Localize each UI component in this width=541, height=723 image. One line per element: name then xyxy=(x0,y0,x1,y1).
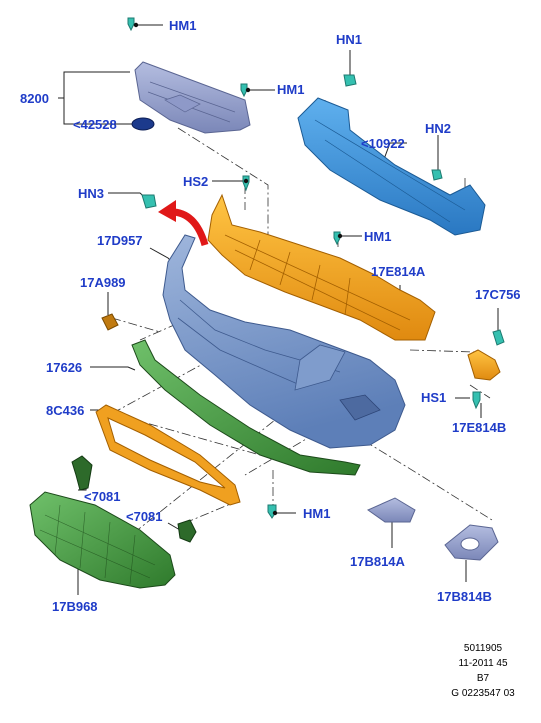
bumper-cover xyxy=(162,234,406,449)
label-17b814a: 17B814A xyxy=(350,554,406,569)
label-17b814b: 17B814B xyxy=(437,589,492,604)
direction-arrow xyxy=(158,200,209,247)
clip-hm1-mid xyxy=(240,83,248,98)
clip-hm1-top xyxy=(127,17,135,32)
leader-dot xyxy=(133,22,139,28)
bumper-bracket-17a989 xyxy=(101,313,119,331)
leader-dot xyxy=(272,510,278,516)
bracket-7081-right xyxy=(177,519,197,543)
fog-lamp-bezel-17b814a xyxy=(366,497,416,523)
label-7081-b: <7081 xyxy=(126,509,163,524)
reference-line-4: G 0223547 03 xyxy=(451,688,515,699)
label-42528: <42528 xyxy=(73,117,117,132)
label-hn3: HN3 xyxy=(78,186,104,201)
drawing-reference-block: 5011905 11-2011 45 B7 G 0223547 03 xyxy=(438,641,528,701)
label-7081-a: <7081 xyxy=(84,489,121,504)
lower-grille xyxy=(29,491,176,589)
label-17d957: 17D957 xyxy=(97,233,143,248)
clip-17c756 xyxy=(492,329,505,346)
lower-trim-strip xyxy=(131,339,361,476)
label-17626: 17626 xyxy=(46,360,82,375)
clip-hn1 xyxy=(343,74,357,87)
leader-dot xyxy=(245,87,251,93)
label-17c756: 17C756 xyxy=(475,287,521,302)
label-17e814a: 17E814A xyxy=(371,264,426,279)
bumper-reinforcement-beam xyxy=(297,97,486,236)
label-hm1-top: HM1 xyxy=(169,18,196,33)
label-hs2: HS2 xyxy=(183,174,208,189)
bracket-7081-left xyxy=(71,455,93,491)
leader-dot xyxy=(243,178,249,184)
label-hn1: HN1 xyxy=(336,32,362,47)
label-17a989: 17A989 xyxy=(80,275,126,290)
part-labels: HM1 8200 <42528 HM1 HN1 <10922 HN2 HN3 H… xyxy=(20,18,521,614)
label-hm1-mid: HM1 xyxy=(277,82,304,97)
reference-line-2: 11-2011 45 xyxy=(458,658,508,669)
label-hs1: HS1 xyxy=(421,390,446,405)
label-8c436: 8C436 xyxy=(46,403,84,418)
upper-grille-panel xyxy=(134,61,251,134)
label-hn2: HN2 xyxy=(425,121,451,136)
label-17e814b: 17E814B xyxy=(452,420,506,435)
label-8200: 8200 xyxy=(20,91,49,106)
bumper-upper-bracket xyxy=(207,193,436,341)
leader-lines xyxy=(99,100,493,561)
clip-hn3 xyxy=(141,194,157,209)
label-10922: <10922 xyxy=(361,136,405,151)
side-bracket-17e814b xyxy=(467,349,501,381)
reference-line-3: B7 xyxy=(476,673,490,684)
fog-lamp-bezel-17b814b xyxy=(444,524,499,561)
reference-line-1: 5011905 xyxy=(463,643,503,654)
label-17b968: 17B968 xyxy=(52,599,98,614)
clip-hs1 xyxy=(472,391,481,410)
clip-hn2 xyxy=(431,169,443,181)
ford-emblem xyxy=(131,117,155,131)
label-hm1-right: HM1 xyxy=(364,229,391,244)
molding-8c436 xyxy=(95,404,241,506)
label-hm1-bottom: HM1 xyxy=(303,506,330,521)
leader-dot xyxy=(337,233,343,239)
